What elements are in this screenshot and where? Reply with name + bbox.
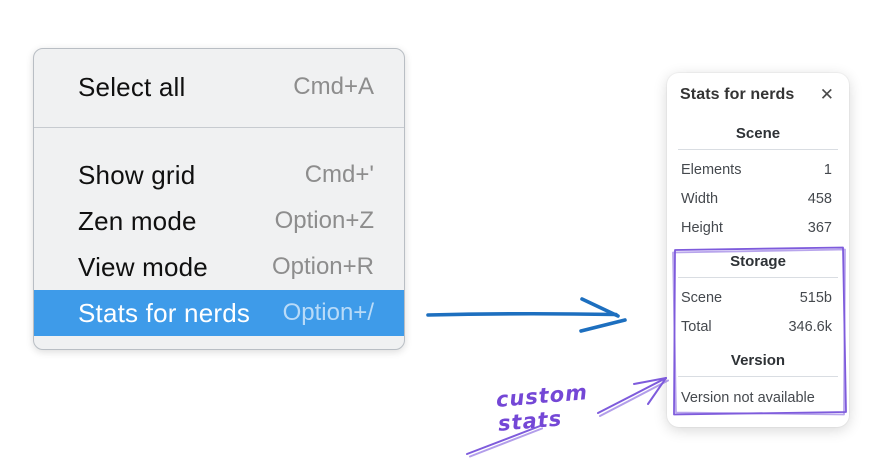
stat-value: 1 [823,161,832,178]
custom-stats-annotation: custom stats [494,380,589,436]
stat-label: Elements [681,161,742,178]
menu-item-stats-for-nerds[interactable]: Stats for nerds Option+/ [34,290,404,336]
stat-row-height: Height 367 [667,213,849,242]
menu-item-label: Zen mode [78,205,197,236]
stat-label: Height [681,219,723,236]
menu-item-label: Show grid [78,159,196,190]
menu-item-label: View mode [78,251,208,282]
menu-item-shortcut: Cmd+A [293,73,374,100]
menu-item-shortcut: Option+R [271,253,374,280]
stats-panel-header: Stats for nerds ✕ [667,73,849,104]
menu-item-view-mode[interactable]: View mode Option+R [34,244,404,290]
section-header-version: Version [730,352,786,369]
section-divider [678,277,838,278]
blue-arrow [426,297,627,333]
stat-label: Scene [681,289,723,306]
stat-label: Total [681,318,712,335]
section-header-storage: Storage [730,253,786,270]
stat-value: 458 [807,190,832,207]
menu-item-shortcut: Option+/ [282,299,374,326]
menu-item-shortcut: Cmd+' [304,161,374,188]
stat-value: 367 [807,219,832,236]
menu-item-select-all[interactable]: Select all Cmd+A [34,59,404,115]
context-menu: Select all Cmd+A Show grid Cmd+' Zen mod… [33,48,405,350]
stat-row-elements: Elements 1 [667,155,849,184]
stat-label: Width [681,190,719,207]
section-divider [678,149,838,150]
menu-item-shortcut: Option+Z [274,207,374,234]
version-note: Version not available [681,389,815,406]
scene-rows: Elements 1 Width 458 Height 367 [667,155,849,242]
menu-item-label: Select all [78,71,186,102]
stat-value: 346.6k [788,318,832,335]
stat-row-total-storage: Total 346.6k [667,312,849,341]
stats-panel-title: Stats for nerds [680,86,795,103]
stat-row-scene-storage: Scene 515b [667,283,849,312]
stat-row-width: Width 458 [667,184,849,213]
section-header-scene: Scene [735,125,781,142]
stats-for-nerds-panel: Stats for nerds ✕ Scene Elements 1 Width… [667,73,849,427]
storage-rows: Scene 515b Total 346.6k [667,283,849,341]
menu-item-label: Stats for nerds [78,297,251,328]
close-icon[interactable]: ✕ [819,84,834,105]
menu-divider [34,127,404,128]
stat-value: 515b [799,289,832,306]
menu-item-zen-mode[interactable]: Zen mode Option+Z [34,198,404,244]
menu-group-view-options: Show grid Cmd+' Zen mode Option+Z View m… [34,140,404,336]
menu-item-show-grid[interactable]: Show grid Cmd+' [34,152,404,198]
